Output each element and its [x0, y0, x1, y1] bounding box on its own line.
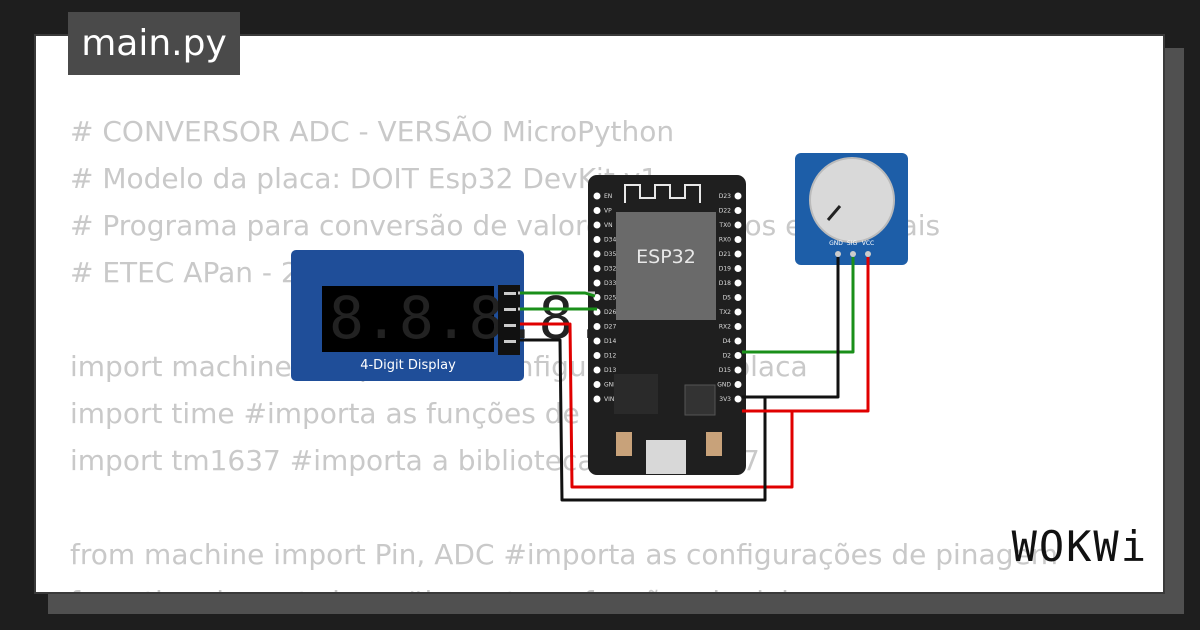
esp32-pin-label: TX2	[718, 309, 731, 316]
esp32-pin[interactable]	[593, 221, 601, 229]
esp32-pin[interactable]	[734, 323, 742, 330]
usb-uart-chip	[684, 384, 716, 416]
esp32-label: ESP32	[636, 246, 696, 268]
pot-pin-gnd-label: GND	[829, 240, 843, 247]
pot-knob[interactable]	[809, 157, 895, 243]
antenna-trace	[624, 184, 701, 203]
esp32-pin[interactable]	[734, 207, 742, 214]
esp32-pin[interactable]	[593, 337, 601, 345]
code-line: from time import sleep #importa as funçõ…	[70, 578, 1058, 592]
esp32-pin[interactable]	[734, 250, 742, 258]
esp32-pin[interactable]	[593, 265, 601, 272]
usb-port	[646, 440, 686, 474]
display-digits: 8.8.8.8.	[329, 284, 608, 352]
wire-pot-gnd[interactable]	[742, 257, 840, 399]
esp32-pin-label: D5	[723, 295, 732, 302]
esp32-pin-label: D13	[604, 367, 616, 374]
esp32-pin-label: 3V3	[719, 396, 731, 403]
esp32-pin-label: D15	[719, 367, 731, 374]
esp32-pin[interactable]	[593, 279, 601, 287]
esp32-pin-label: GND	[604, 382, 618, 389]
esp32-pin-label: TX0	[718, 222, 731, 229]
esp32-pin-label: VP	[604, 208, 612, 215]
esp32-pin[interactable]	[734, 265, 742, 272]
esp32-module	[616, 212, 716, 320]
esp32-pin-label: RX0	[719, 237, 731, 244]
esp32-pin[interactable]	[734, 279, 742, 287]
esp32-pin-label: D35	[604, 251, 616, 258]
esp32-pin-label: D18	[719, 280, 731, 287]
esp32-pin[interactable]	[593, 294, 601, 301]
esp32-pin[interactable]	[593, 352, 601, 359]
esp32-pin[interactable]	[734, 381, 742, 388]
display-pin-header	[498, 285, 520, 355]
wire-pot-vcc[interactable]	[742, 257, 870, 413]
esp32-pin[interactable]	[734, 236, 742, 243]
esp32-pin[interactable]	[734, 308, 742, 316]
code-line: from machine import Pin, ADC #importa as…	[70, 538, 1058, 571]
esp32-pin-label: D23	[719, 193, 731, 200]
esp32-pin-label: D27	[604, 324, 616, 331]
esp32-pin-label: D19	[719, 266, 731, 273]
pot-pin-sig-label: SIG	[847, 240, 858, 247]
pot-pin-vcc[interactable]	[865, 251, 871, 257]
esp32-pin[interactable]	[593, 236, 601, 243]
esp32-pin[interactable]	[734, 337, 742, 345]
pot-pin-vcc-label: VCC	[862, 240, 874, 247]
esp32-pin[interactable]	[593, 395, 601, 403]
esp32-pin[interactable]	[593, 192, 601, 200]
esp32-board[interactable]: ESP32 ENVPVND34D35D32D33D25D26D27D14D12D…	[588, 175, 746, 475]
esp32-pin-label: D26	[604, 309, 616, 316]
esp32-pin[interactable]	[593, 366, 601, 374]
esp32-pin[interactable]	[734, 395, 742, 403]
wires	[518, 257, 870, 502]
wire-clk[interactable]	[520, 291, 596, 298]
esp32-pin-label: D32	[604, 266, 616, 273]
esp32-pin-label: VIN	[604, 396, 614, 403]
pot-pin-gnd[interactable]	[835, 251, 841, 257]
esp32-pin[interactable]	[734, 366, 742, 374]
boot-button[interactable]	[616, 432, 632, 456]
pot-pin-sig[interactable]	[850, 251, 856, 257]
reset-button[interactable]	[706, 432, 722, 456]
file-tab[interactable]: main.py	[68, 12, 240, 75]
esp32-pin-label: RX2	[719, 324, 731, 331]
esp32-pin-label: D4	[723, 338, 732, 345]
esp32-pin-label: D14	[604, 338, 616, 345]
wire-pot-signal[interactable]	[742, 257, 855, 354]
esp32-pin-label: D33	[604, 280, 616, 287]
four-digit-display[interactable]: 8.8.8.8. 4-Digit Display	[291, 250, 608, 381]
wokwi-logo: WOKWi	[1011, 522, 1148, 571]
esp32-pin-label: D22	[719, 208, 731, 215]
esp32-pin-label: VN	[604, 222, 613, 229]
esp32-pin[interactable]	[734, 294, 742, 301]
esp32-pin[interactable]	[593, 207, 601, 214]
code-line: # CONVERSOR ADC - VERSÃO MicroPython	[70, 115, 675, 148]
esp32-pin[interactable]	[734, 221, 742, 229]
esp32-pin[interactable]	[593, 381, 601, 388]
esp32-pin-label: GND	[717, 382, 731, 389]
esp32-pin-label: EN	[604, 193, 612, 200]
pot-indicator	[826, 205, 842, 221]
esp32-pin[interactable]	[734, 192, 742, 200]
esp32-pin-label: D21	[719, 251, 731, 258]
esp32-pin[interactable]	[734, 352, 742, 359]
esp32-pin-label: D12	[604, 353, 616, 360]
potentiometer[interactable]: GND SIG VCC	[795, 153, 908, 265]
esp32-pin-label: D2	[723, 353, 732, 360]
display-label: 4-Digit Display	[360, 358, 456, 373]
regulator-chip	[614, 374, 658, 414]
esp32-pin-label: D25	[604, 295, 616, 302]
display-screen	[322, 286, 494, 352]
esp32-pin[interactable]	[593, 323, 601, 330]
esp32-pin[interactable]	[593, 250, 601, 258]
esp32-pin-label: D34	[604, 237, 616, 244]
